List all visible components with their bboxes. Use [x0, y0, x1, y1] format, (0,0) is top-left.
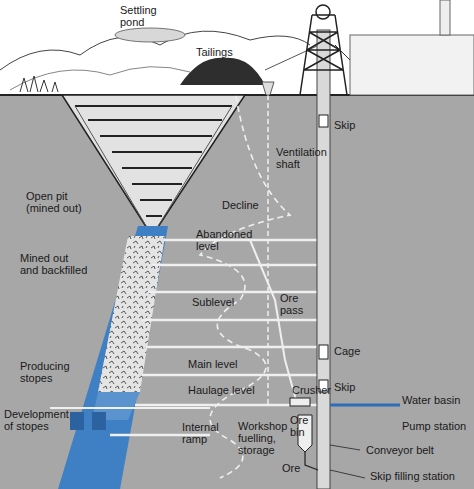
water-basin: [330, 404, 400, 407]
mine-levels: [110, 240, 320, 435]
settling-pond: [115, 28, 185, 42]
open-pit: [75, 106, 232, 216]
stope-development: [92, 412, 106, 430]
ventilation-shaft: [262, 82, 274, 405]
part-label: Producing stopes: [20, 360, 90, 384]
surface: [0, 0, 474, 96]
part-label: Ore bin: [290, 414, 320, 438]
part-label: Workshop fuelling, storage: [238, 420, 293, 456]
part-label: Abandoned level: [196, 228, 266, 252]
part-label: Settling pond: [120, 4, 172, 28]
part-label: Pump station: [402, 420, 472, 432]
main-shaft: [317, 30, 330, 489]
part-label: Ventilation shaft: [276, 146, 332, 170]
headframe: [316, 5, 330, 19]
part-label: Mined out and backfilled: [20, 252, 88, 276]
part-label: Tailings: [196, 46, 256, 58]
part-label: Main level: [188, 358, 258, 370]
underground: [0, 95, 474, 489]
open-pit: [62, 95, 245, 236]
stope-development: [50, 407, 210, 409]
part-label: Sublevel: [192, 296, 252, 308]
part-label: Skip: [334, 119, 374, 131]
mine-levels: [142, 265, 160, 320]
crusher-bin: [305, 452, 318, 470]
ore-pass: [250, 240, 296, 400]
main-shaft: [319, 345, 328, 359]
part-label: Decline: [222, 199, 282, 211]
open-pit: [75, 106, 232, 236]
settling-pond: [115, 28, 185, 42]
water-basin: [330, 405, 400, 478]
surface: [0, 0, 474, 96]
ore-pass: [250, 240, 296, 400]
part-label: Skip: [334, 381, 374, 393]
tailings-pile: [180, 58, 265, 85]
part-label: Skip filling station: [370, 470, 470, 482]
main-shaft: [319, 115, 328, 127]
surface-building: [335, 45, 350, 60]
part-label: Open pit (mined out): [26, 190, 96, 214]
crusher-bin: [290, 398, 310, 406]
part-label: Cage: [334, 345, 374, 357]
water-basin: [330, 445, 365, 478]
part-label: Development of stopes: [4, 408, 74, 432]
main-shaft: [317, 30, 330, 489]
backfill: [98, 236, 165, 392]
part-label: Ore pass: [280, 292, 316, 316]
part-label: Internal ramp: [182, 421, 232, 445]
ventilation-shaft: [262, 82, 274, 95]
backfill: [92, 236, 165, 420]
surface-building: [350, 35, 474, 95]
underground: [0, 95, 474, 489]
mine-levels: [110, 240, 320, 435]
stope-development: [70, 412, 84, 430]
ventilation-shaft: [267, 95, 269, 405]
surface-building: [335, 0, 474, 95]
part-label: Haulage level: [188, 384, 268, 396]
open-pit: [62, 95, 245, 236]
surface: [20, 76, 58, 92]
part-label: Ore: [282, 462, 312, 474]
part-label: Water basin: [402, 394, 472, 406]
headframe: [300, 15, 347, 95]
surface-building: [440, 0, 450, 35]
part-label: Conveyor belt: [366, 444, 456, 456]
